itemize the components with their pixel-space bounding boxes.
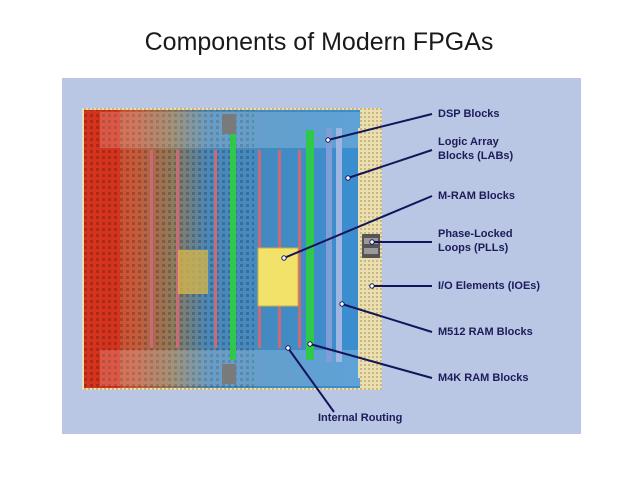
label-pll-line2: Loops (PLLs) [438, 242, 509, 254]
mram-block [257, 247, 299, 307]
pll-block [362, 234, 380, 258]
leader-m4k [309, 343, 433, 379]
label-m4k-ram: M4K RAM Blocks [438, 372, 529, 384]
label-io-elements: I/O Elements (IOEs) [438, 280, 541, 292]
leader-m512 [341, 303, 433, 333]
m4k-column [214, 150, 217, 348]
top-tile [222, 114, 236, 134]
label-dsp-blocks: DSP Blocks [438, 108, 500, 120]
m4k-column [150, 150, 153, 348]
label-lab-line1: Logic Array [438, 136, 499, 148]
leader-routing [287, 347, 335, 413]
label-mram-blocks: M-RAM Blocks [438, 190, 516, 202]
leader-mram [283, 195, 433, 259]
m512-column [336, 128, 342, 362]
label-pll-line1: Phase-Locked [438, 228, 513, 240]
slide-title: Components of Modern FPGAs [144, 28, 494, 56]
m4k-column [176, 150, 179, 348]
m4k-column [298, 150, 301, 348]
dsp-column [306, 130, 314, 360]
label-internal-routing: Internal Routing [318, 412, 403, 424]
mram-block [178, 250, 208, 294]
bottom-tile [222, 364, 236, 384]
m512-column [326, 128, 332, 362]
leader-lab [347, 149, 433, 179]
leader-dsp [327, 113, 433, 141]
label-m512-ram: M512 RAM Blocks [438, 326, 533, 338]
dsp-column [230, 130, 236, 360]
label-lab-line2: Blocks (LABs) [438, 150, 514, 162]
